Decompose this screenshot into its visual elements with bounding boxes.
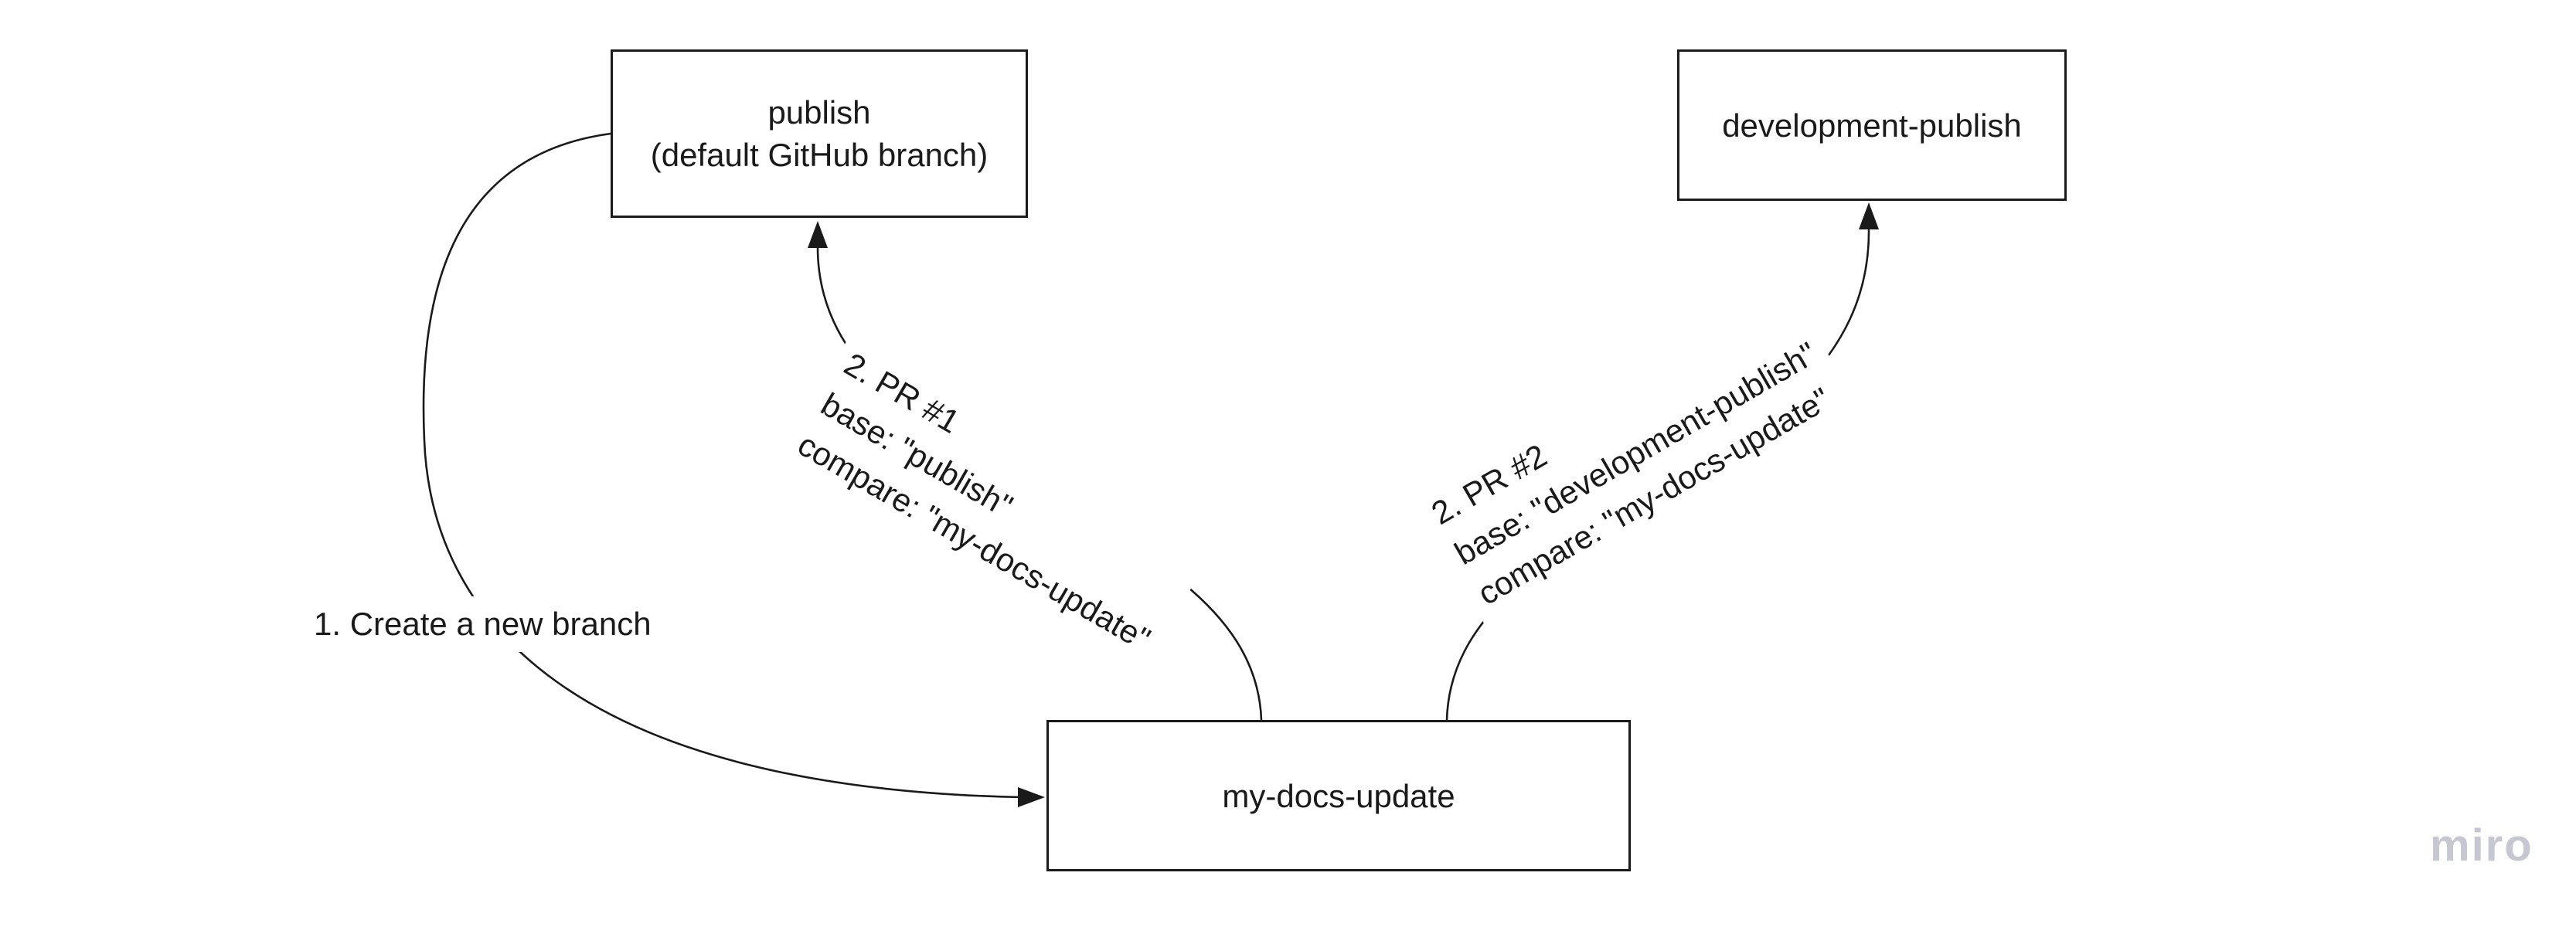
node-label-line: my-docs-update [1222,777,1455,814]
connector-create-branch[interactable] [422,132,1023,799]
arrowhead-pr1 [808,221,828,248]
node-development-publish[interactable]: development-publish [1677,49,2067,201]
arrowhead-create-branch [1018,787,1045,807]
node-label-line: publish [767,94,871,131]
node-publish[interactable]: publish (default GitHub branch) [611,49,1028,218]
node-label-line: (default GitHub branch) [650,137,989,173]
arrowhead-pr2 [1859,202,1879,229]
edge-label-create-branch[interactable]: 1. Create a new branch [303,596,662,652]
edge-label-line: 1. Create a new branch [314,606,652,642]
miro-logo: miro [2430,820,2533,871]
node-label-line: development-publish [1722,107,2022,144]
node-my-docs-update[interactable]: my-docs-update [1046,720,1631,871]
